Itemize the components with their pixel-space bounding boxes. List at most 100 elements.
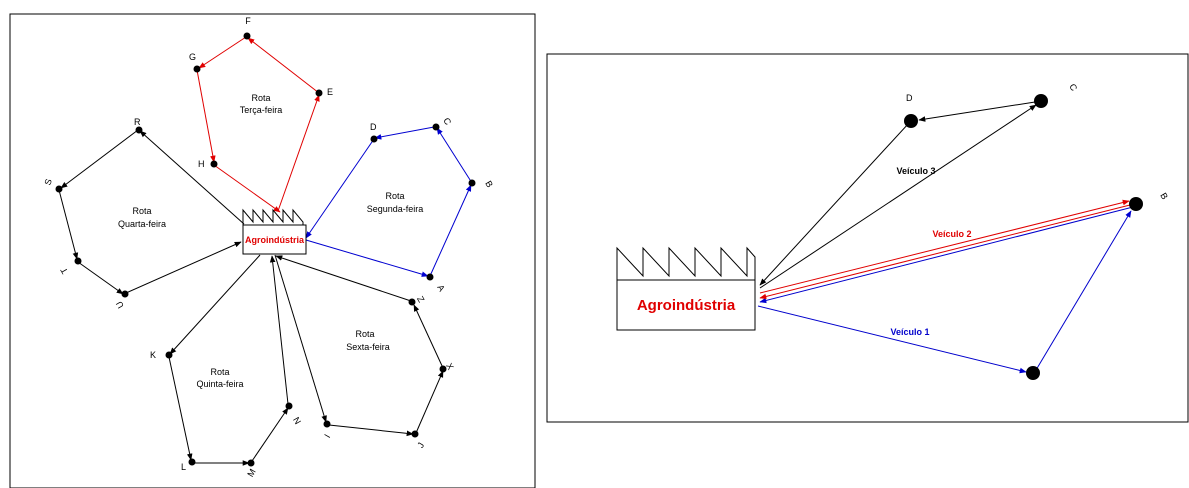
node-c (432, 123, 440, 131)
depot-left: Agroindústria (242, 208, 307, 255)
label-n: N (291, 415, 303, 426)
route-thursday-line2: Quinta-feira (196, 379, 243, 389)
edge-j-to-x (415, 370, 444, 434)
label-m: M (245, 467, 257, 478)
edge-h-to-depot (213, 164, 281, 213)
edge-e-to-f (247, 37, 320, 94)
right-nodes (904, 94, 1143, 380)
vehicle-2-edges (759, 199, 1131, 300)
route-wednesday-line2: Quarta-feira (118, 219, 166, 229)
edge-t-to-u (77, 261, 124, 295)
route-friday-line1: Rota (355, 329, 374, 339)
right-frame (546, 53, 1189, 423)
label-h: H (198, 159, 205, 169)
node-i (323, 420, 331, 428)
depot-right: Agroindústria (616, 246, 756, 331)
node-f (243, 32, 251, 40)
vehicle-3-label: Veículo 3 (896, 166, 935, 176)
node-d (370, 135, 378, 143)
edge-b-to-c (436, 127, 473, 184)
node-d (904, 114, 918, 128)
factory-roof (242, 208, 304, 226)
edge-r-to-s (60, 129, 139, 189)
factory-roof (616, 246, 756, 281)
edge-v1-b-to-depot (759, 206, 1134, 304)
label-u: U (114, 299, 126, 310)
factory-body (616, 279, 756, 331)
edge-c-to-d (374, 126, 435, 140)
node-h (210, 160, 218, 168)
node-r (135, 126, 143, 134)
node-u (121, 290, 129, 298)
vehicle-1-label: Veículo 1 (890, 327, 929, 337)
vehicle-2-label: Veículo 2 (932, 229, 971, 239)
edge-v2-b-to-depot (759, 204, 1131, 300)
route-thursday-edges (168, 254, 289, 466)
node-x (439, 365, 447, 373)
route-monday-line1: Rota (385, 191, 404, 201)
factory-body (242, 224, 307, 255)
left-route-labels: Rota Terça-feira Rota Segunda-feira Rota… (118, 93, 423, 389)
edge-u-to-depot (125, 241, 242, 294)
node-z (408, 298, 416, 306)
route-thursday-line1: Rota (210, 367, 229, 377)
edge-v3-d-to-depot (759, 122, 910, 286)
node-bottom (1026, 366, 1040, 380)
label-g: G (189, 52, 196, 62)
node-e (315, 89, 323, 97)
edge-a-to-b (429, 184, 472, 277)
node-g (193, 65, 201, 73)
left-route-diagram: Agroindústria F (9, 13, 536, 488)
edge-depot-to-k (169, 254, 261, 355)
edge-v3-c-to-d (918, 101, 1036, 122)
label-x: X (444, 361, 456, 371)
label-f: F (245, 16, 251, 26)
edge-z-to-depot (275, 255, 412, 302)
depot-label: Agroindústria (245, 235, 305, 245)
edge-s-to-t (58, 189, 79, 260)
edge-v1-depot-to-bottom (757, 305, 1027, 374)
edge-k-to-l (168, 356, 193, 461)
label-a: A (435, 283, 447, 293)
route-friday-edges (274, 254, 444, 437)
route-monday-edges (305, 126, 473, 277)
route-tuesday-line2: Terça-feira (240, 105, 283, 115)
label-z: Z (415, 294, 427, 304)
edge-i-to-j (328, 424, 414, 437)
label-e: E (327, 87, 333, 97)
edge-g-to-h (196, 69, 216, 163)
node-b (1129, 197, 1143, 211)
node-c (1034, 94, 1048, 108)
route-monday-line2: Segunda-feira (367, 204, 424, 214)
node-n (285, 402, 293, 410)
edge-f-to-g (198, 36, 247, 69)
label-i: I (322, 432, 332, 439)
label-c: C (441, 116, 453, 127)
node-b (468, 179, 476, 187)
edge-depot-to-a (305, 239, 429, 277)
node-m (247, 459, 255, 467)
label-b: B (483, 179, 495, 189)
route-tuesday-line1: Rota (251, 93, 270, 103)
left-node-labels: F G E H D C B A R S T U K L M N I J X Z (42, 16, 494, 479)
vehicle-3-edges (759, 101, 1037, 289)
label-d: D (906, 93, 913, 103)
label-t: T (58, 265, 70, 275)
edge-depot-to-r (139, 130, 245, 225)
node-j (411, 430, 419, 438)
edge-m-to-n (251, 407, 289, 462)
edge-d-to-depot (305, 138, 375, 239)
node-t (74, 257, 82, 265)
left-nodes (55, 32, 476, 467)
right-vehicle-diagram: Agroindústria D C B Veículo 1 Veículo 2 … (546, 53, 1189, 423)
edge-v2-depot-to-b (759, 199, 1130, 294)
node-l (188, 458, 196, 466)
edge-v1-bottom-to-b (1035, 210, 1132, 371)
node-k (165, 351, 173, 359)
route-tuesday-edges (196, 36, 320, 213)
node-a (426, 273, 434, 281)
label-j: J (415, 441, 426, 450)
vehicle-1-edges (757, 206, 1134, 374)
route-wednesday-edges (58, 129, 245, 295)
